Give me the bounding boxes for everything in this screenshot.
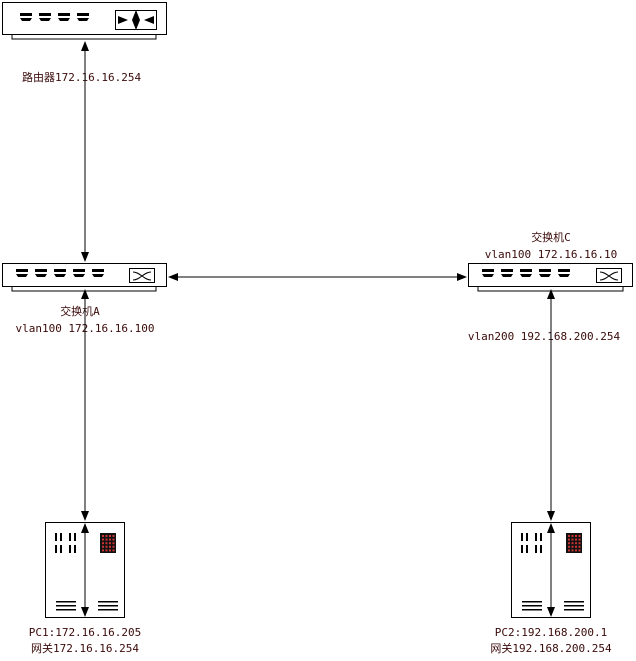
port-icon — [92, 269, 104, 277]
switch-c-ports — [482, 269, 570, 277]
port-icon — [539, 269, 551, 277]
router-label: 路由器172.16.16.254 — [22, 70, 141, 84]
router-device[interactable] — [2, 2, 167, 40]
pc1-ip: PC1:172.16.16.205 — [29, 626, 142, 639]
pc-led-panel-icon — [100, 533, 116, 553]
pc-vent-icon — [521, 533, 542, 553]
port-icon — [482, 269, 494, 277]
pc2-ip: PC2:192.168.200.1 — [495, 626, 608, 639]
switch-c-device[interactable] — [468, 263, 633, 292]
pc-drive-slots-icon — [522, 601, 584, 611]
router-ports — [20, 13, 89, 21]
pc2-gateway: 网关192.168.200.254 — [490, 641, 612, 655]
pc-led-panel-icon — [566, 533, 582, 553]
port-icon — [77, 13, 89, 21]
switch-c-icon — [596, 268, 622, 283]
port-icon — [39, 13, 51, 21]
port-icon — [35, 269, 47, 277]
port-icon — [73, 269, 85, 277]
pc-vent-icon — [55, 533, 76, 553]
switch-a-name: 交换机A — [60, 304, 100, 318]
switch-c-vlan200: vlan200 192.168.200.254 — [468, 330, 621, 343]
port-icon — [20, 13, 32, 21]
switch-c-vlan: vlan100 172.16.16.10 — [485, 248, 617, 261]
pc-drive-slots-icon — [56, 601, 118, 611]
switch-a-ports — [16, 269, 104, 277]
port-icon — [16, 269, 28, 277]
switch-a-device[interactable] — [2, 263, 167, 292]
port-icon — [558, 269, 570, 277]
port-icon — [501, 269, 513, 277]
switch-a-icon — [129, 268, 155, 283]
pc1-gateway: 网关172.16.16.254 — [31, 641, 139, 655]
switch-c-name: 交换机C — [531, 230, 571, 244]
port-icon — [54, 269, 66, 277]
port-icon — [520, 269, 532, 277]
router-icon — [115, 10, 157, 30]
port-icon — [58, 13, 70, 21]
